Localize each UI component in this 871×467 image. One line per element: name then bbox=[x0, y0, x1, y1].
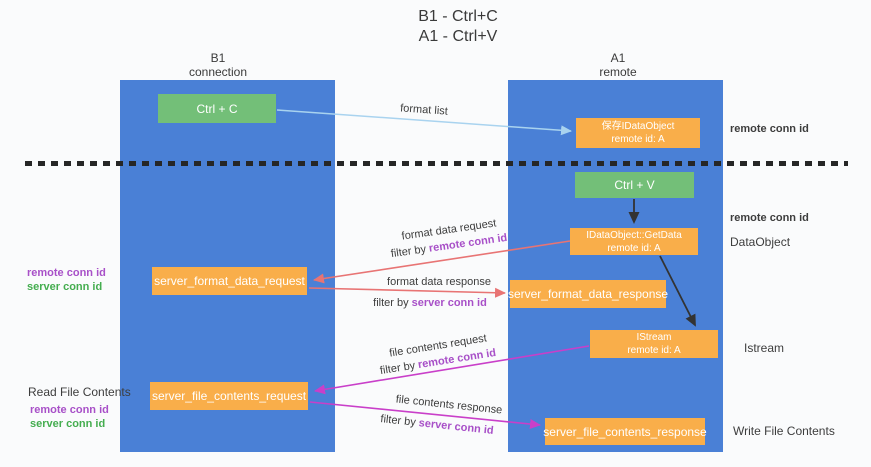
server-format-data-request-box: server_format_data_request bbox=[152, 267, 307, 295]
write-file-contents-label: Write File Contents bbox=[733, 424, 835, 438]
read-file-contents-label: Read File Contents bbox=[28, 385, 131, 399]
filter-by-text: filter by bbox=[379, 413, 417, 429]
getdata-line2: remote id: A bbox=[607, 242, 661, 254]
server-file-contents-request-box: server_file_contents_request bbox=[150, 382, 308, 410]
server-conn-id-text: server conn id bbox=[411, 297, 487, 309]
filter-by-text: filter by bbox=[390, 243, 427, 261]
remote-conn-id-label-mid-right: remote conn id bbox=[730, 212, 809, 224]
left-column-header: B1 connection bbox=[189, 51, 247, 79]
dataobject-label: DataObject bbox=[730, 235, 791, 249]
ctrl-c-box: Ctrl + C bbox=[158, 94, 276, 123]
istream-line2: remote id: A bbox=[627, 345, 681, 356]
remote-conn-id-label-top-right: remote conn id bbox=[730, 123, 809, 135]
istream-line1: IStream bbox=[636, 332, 672, 343]
server-file-contents-response-label: server_file_contents_response bbox=[543, 424, 707, 439]
format-data-response-label: format data response bbox=[387, 276, 491, 288]
server-file-contents-request-label: server_file_contents_request bbox=[151, 389, 307, 403]
server-format-data-response-label: server_format_data_response bbox=[507, 287, 669, 301]
left-column-subtitle: connection bbox=[188, 65, 248, 79]
ctrl-v-label: Ctrl + V bbox=[614, 178, 655, 192]
ctrl-c-label: Ctrl + C bbox=[196, 101, 238, 116]
left-mid-conn-id-group: remote conn id server conn id bbox=[27, 266, 106, 294]
title-line-2: A1 - Ctrl+V bbox=[418, 28, 498, 45]
left-column-name: B1 bbox=[210, 51, 226, 65]
title-line-1: B1 - Ctrl+C bbox=[418, 8, 498, 25]
istream-side-label: Istream bbox=[744, 341, 785, 355]
server-conn-id-text: server conn id bbox=[418, 417, 495, 437]
server-conn-id-label-left-bottom: server conn id bbox=[30, 418, 106, 430]
server-format-data-request-label: server_format_data_request bbox=[154, 274, 305, 288]
session-divider-dashed-line bbox=[25, 161, 848, 166]
remote-conn-id-label-left-mid: remote conn id bbox=[27, 267, 106, 279]
diagram-title: B1 - Ctrl+C A1 - Ctrl+V bbox=[418, 7, 498, 47]
server-file-contents-response-box: server_file_contents_response bbox=[543, 418, 707, 445]
left-bottom-conn-id-group: remote conn id server conn id bbox=[30, 403, 109, 431]
filter-by-text: filter by bbox=[373, 297, 409, 309]
istream-box: IStream remote id: A bbox=[590, 330, 718, 358]
right-column-name: A1 bbox=[610, 51, 626, 65]
server-format-data-response-box: server_format_data_response bbox=[507, 280, 669, 308]
getdata-line1: IDataObject::GetData bbox=[586, 229, 682, 241]
save-dataobject-line2: remote id: A bbox=[611, 134, 665, 145]
right-column-header: A1 remote bbox=[599, 51, 636, 79]
format-data-response-arrow bbox=[308, 287, 506, 298]
right-column-subtitle: remote bbox=[599, 65, 637, 79]
filter-by-text: filter by bbox=[379, 359, 417, 378]
format-list-label: format list bbox=[399, 102, 449, 118]
remote-conn-id-label-left-bottom: remote conn id bbox=[30, 404, 109, 416]
ctrl-v-box: Ctrl + V bbox=[575, 172, 694, 198]
file-contents-response-label: file contents response bbox=[395, 393, 503, 417]
save-dataobject-box: 保存IDataObject remote id: A bbox=[576, 118, 700, 148]
idataobject-getdata-box: IDataObject::GetData remote id: A bbox=[570, 228, 698, 255]
save-dataobject-line1: 保存IDataObject bbox=[601, 121, 675, 132]
server-conn-id-label-left-mid: server conn id bbox=[27, 281, 103, 293]
